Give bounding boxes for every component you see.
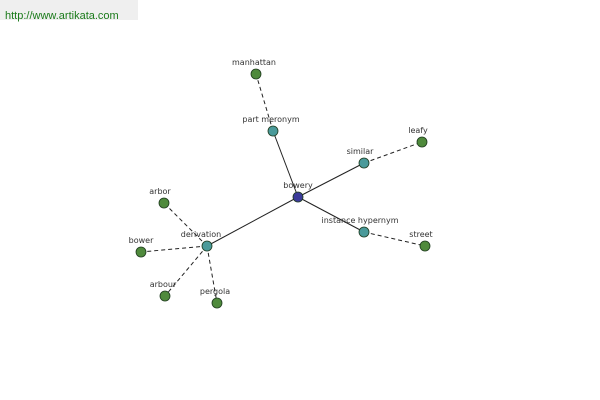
node-street[interactable] [419, 240, 431, 252]
node-arbor[interactable] [158, 197, 170, 209]
node-label-bowery: bowery [283, 181, 313, 190]
node-label-arbor: arbor [149, 187, 171, 196]
node-pergola[interactable] [211, 297, 223, 309]
node-label-street: street [409, 230, 432, 239]
edge-derivation-arbor [163, 202, 208, 247]
edge-bowery-instance-hypernym [297, 196, 365, 233]
url-link[interactable]: http://www.artikata.com [5, 10, 119, 22]
node-label-manhattan: manhattan [232, 58, 276, 67]
edge-similar-leafy [363, 141, 423, 164]
node-label-leafy: leafy [408, 126, 428, 135]
edge-bowery-similar [297, 162, 365, 198]
node-label-similar: similar [347, 147, 375, 156]
node-label-derivation: derivation [181, 230, 221, 239]
node-label-instance-hypernym: instance hypernym [322, 216, 399, 225]
edge-derivation-bower [140, 245, 208, 253]
edge-instance-hypernym-street [363, 231, 426, 247]
edge-bowery-derivation [206, 196, 299, 247]
node-label-arbour: arbour [150, 280, 177, 289]
node-similar[interactable] [358, 157, 370, 169]
node-arbour[interactable] [159, 290, 171, 302]
node-instance-hypernym[interactable] [358, 226, 370, 238]
node-part-meronym[interactable] [267, 125, 279, 137]
edge-derivation-arbour [164, 245, 208, 297]
node-bowery[interactable] [292, 191, 304, 203]
node-bower[interactable] [135, 246, 147, 258]
node-derivation[interactable] [201, 240, 213, 252]
edge-part-meronym-manhattan [255, 73, 274, 132]
edge-derivation-pergola [206, 245, 218, 304]
node-label-pergola: pergola [200, 287, 230, 296]
node-leafy[interactable] [416, 136, 428, 148]
node-label-bower: bower [129, 236, 154, 245]
edge-bowery-part-meronym [272, 130, 299, 198]
node-label-part-meronym: part meronym [242, 115, 299, 124]
node-manhattan[interactable] [250, 68, 262, 80]
url-watermark: http://www.artikata.com [0, 0, 138, 22]
